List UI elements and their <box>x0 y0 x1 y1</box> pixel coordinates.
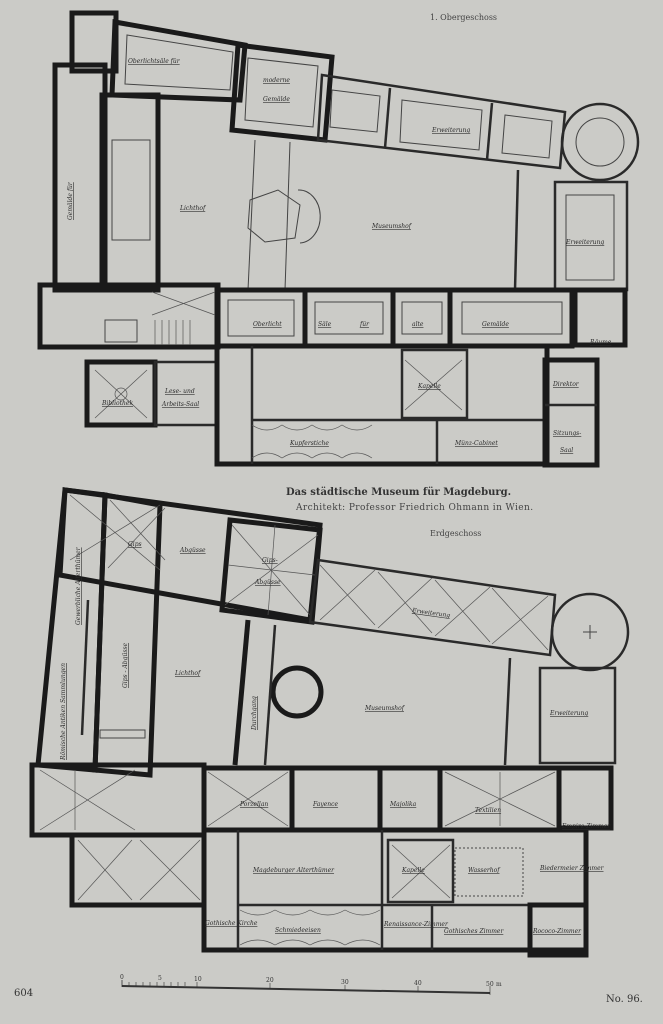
scale-tick-label: 50 <box>486 981 494 988</box>
room-label: Bibliothek <box>101 400 133 407</box>
wall <box>52 62 108 293</box>
room-label: Majolika <box>389 801 417 808</box>
upper-floor-plan: 1. Obergeschoss <box>37 10 640 468</box>
wall <box>556 765 614 831</box>
scale-tick-label: 30 <box>341 979 349 986</box>
skylight <box>111 139 151 241</box>
wall <box>69 832 207 908</box>
room-label: Kapelle <box>401 867 425 874</box>
room-label: Abgüsse <box>179 547 206 554</box>
wall <box>69 10 119 74</box>
room-label: Museumshof <box>364 705 406 712</box>
room-label: Sitzungs- <box>553 430 581 437</box>
lower-plan-heading: Erdgeschoss <box>430 529 481 538</box>
room-label: Gothische Kirche <box>205 920 258 927</box>
wall <box>542 357 600 468</box>
stair-tower <box>270 665 324 719</box>
wall <box>308 558 557 657</box>
scale-tick-label: 0 <box>120 974 124 981</box>
staircase <box>154 320 191 345</box>
room-label: Kapelle <box>417 383 441 390</box>
scale-tick-label: 10 <box>194 976 202 983</box>
plate-title: Das städtische Museum für Magdeburg. <box>286 487 511 498</box>
chapel <box>386 838 455 904</box>
room-label: Porzellan <box>239 801 268 808</box>
wall <box>37 282 221 350</box>
room-label: Textilien <box>475 807 501 814</box>
wall <box>538 666 617 765</box>
wall <box>229 42 335 143</box>
scale-bar: 0 5 10 20 30 40 50 m <box>120 974 502 995</box>
wall <box>316 73 567 170</box>
room-label: Gemälde für <box>67 181 74 220</box>
room-label: Erweiterung <box>431 127 470 134</box>
room-label: Direktor <box>552 381 580 388</box>
room-label: Säle <box>318 321 332 328</box>
room-label: Wasserhof <box>468 867 501 874</box>
room-label: alte <box>412 321 424 328</box>
room-label: Biedermeier Zimmer <box>539 865 605 872</box>
skylight <box>244 57 319 128</box>
wall <box>201 827 589 953</box>
wall <box>109 19 248 103</box>
room-label: Lichthof <box>174 670 202 677</box>
room-label: Erweiterung <box>565 239 604 246</box>
architect-credit: Architekt: Professor Friedrich Ohmann in… <box>295 503 534 513</box>
room-label: Gemälde <box>263 96 290 103</box>
room-label: Gemälde <box>482 321 509 328</box>
room-label: Räume <box>589 339 612 346</box>
room-label: Gips <box>128 541 142 548</box>
page-number: 604 <box>14 988 33 999</box>
room-label: Lese- und <box>164 388 195 395</box>
scale-tick-label: 5 <box>158 975 162 982</box>
room-label: Römische Antiken Sammlungen <box>60 663 67 761</box>
skylight <box>124 34 234 91</box>
room-label: Fayence <box>312 801 338 808</box>
chapel <box>400 348 469 420</box>
room-label: Empire-Zimmer <box>561 823 611 830</box>
rotunda <box>560 102 640 182</box>
room-label: Abgüsse <box>254 579 281 586</box>
room-label: Gips - Abgüsse <box>122 642 129 688</box>
water-court <box>454 847 524 897</box>
room-label: Kupferstiche <box>289 440 329 447</box>
room-label: Erweiterung <box>411 607 451 619</box>
ground-floor-plan: Erdgeschoss <box>29 487 630 958</box>
wall <box>29 762 207 838</box>
room-label: Arbeits-Saal <box>161 401 199 408</box>
room-label: Münz-Cabinet <box>454 440 498 447</box>
room-label: Rococo-Zimmer <box>532 928 582 935</box>
skylight <box>329 89 381 133</box>
wall <box>572 287 628 348</box>
plate-number: No. 96. <box>606 994 643 1005</box>
room-label: Oberlicht <box>253 321 282 328</box>
wall <box>92 492 163 778</box>
room-label: Erweiterung <box>549 710 588 717</box>
room-label: Renaissance-Zimmer <box>383 921 449 928</box>
scale-unit: m <box>496 981 502 988</box>
room-label: moderne <box>263 77 290 84</box>
room-label: Durchgang <box>251 696 258 731</box>
room-label: für <box>359 321 370 328</box>
room-label: Lichthof <box>179 205 207 212</box>
room-label: Gips- <box>262 557 278 564</box>
room-label: Saal <box>560 447 573 454</box>
room-label: Oberlichtsäle für <box>128 58 181 65</box>
room-label: Schmiedeeisen <box>275 927 321 934</box>
rotunda <box>550 592 630 672</box>
upper-plan-heading: 1. Obergeschoss <box>430 13 497 22</box>
skylight <box>399 99 483 151</box>
room-label: Magdeburger Alterthümer <box>252 867 335 874</box>
room-label: Museumshof <box>371 223 413 230</box>
wall <box>527 902 589 958</box>
room-label: Gothisches Zimmer <box>444 928 504 935</box>
scale-tick-label: 40 <box>414 980 422 987</box>
skylight <box>501 114 553 159</box>
room-label: Gewerbliche Alterthümer <box>75 546 82 625</box>
scale-tick-label: 20 <box>266 977 274 984</box>
